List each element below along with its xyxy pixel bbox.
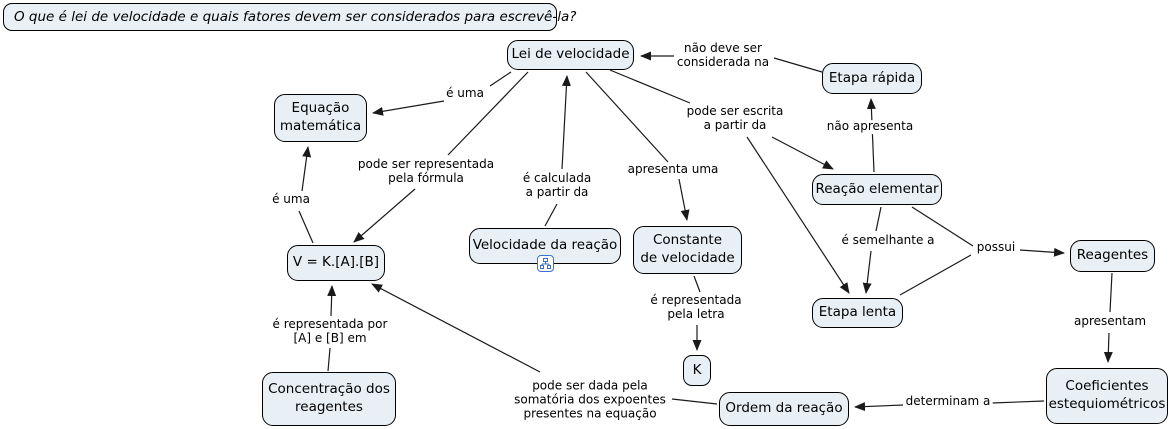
edge-coeficientes-to-ordem <box>854 400 1045 412</box>
edge-reagentes-to-coeficientes <box>1103 272 1113 363</box>
edge-lei-to-formula <box>353 71 529 243</box>
edge-possui-to-reagentes <box>899 206 1065 296</box>
concept-k[interactable]: K <box>683 355 711 386</box>
edge-reacao-elementar-to-etapa-rapida <box>866 98 876 173</box>
concept-etapa-rapida[interactable]: Etapa rápida <box>822 63 922 94</box>
focus-question-node[interactable]: O que é lei de velocidade e quais fatore… <box>3 3 576 31</box>
concept-etapa-lenta[interactable]: Etapa lenta <box>812 298 903 328</box>
linking-phrase-possui[interactable]: possui <box>974 240 1018 255</box>
hierarchy-glyph <box>540 258 551 269</box>
concept-equacao-matematica[interactable]: Equação matemática <box>274 94 367 142</box>
concept-formula-v-kab[interactable]: V = K.[A].[B] <box>287 245 385 281</box>
concept-lei-de-velocidade[interactable]: Lei de velocidade <box>507 40 634 70</box>
edge-concentracao-to-formula <box>327 285 337 372</box>
linking-phrase-e-semelhante-a[interactable]: é semelhante a <box>839 233 937 248</box>
linked-resource-tree-icon[interactable] <box>537 255 554 272</box>
linking-phrase-pode-ser-escrita-a-partir-da[interactable]: pode ser escrita a partir da <box>684 104 786 133</box>
concept-ordem-da-reacao[interactable]: Ordem da reação <box>719 392 849 426</box>
linking-phrase-nao-apresenta[interactable]: não apresenta <box>824 119 916 134</box>
concept-reacao-elementar[interactable]: Reação elementar <box>812 174 942 205</box>
linking-phrase-pode-ser-representada-pela-formula[interactable]: pode ser representada pela fórmula <box>355 157 497 186</box>
linking-phrase-determinam-a[interactable]: determinam a <box>903 394 993 409</box>
linking-phrase-pode-ser-dada-pela-somatoria[interactable]: pode ser dada pela somatória dos expoent… <box>512 378 668 421</box>
edge-ordem-to-formula <box>371 283 718 405</box>
linking-phrase-apresentam[interactable]: apresentam <box>1071 314 1149 329</box>
edge-reacao-elementar-to-etapa-lenta <box>862 206 882 294</box>
edge-etapa-rapida-to-lei <box>640 51 823 73</box>
edge-lei-to-constante <box>585 71 690 221</box>
linking-phrase-e-uma-left[interactable]: é uma <box>270 192 312 207</box>
edge-lei-to-equacao <box>372 71 512 116</box>
linking-phrase-e-uma-top[interactable]: é uma <box>444 86 486 101</box>
concept-reagentes[interactable]: Reagentes <box>1070 240 1155 272</box>
edge-formula-to-equacao <box>298 146 314 244</box>
edge-lei-to-reacao-elementar <box>609 69 834 170</box>
linking-phrase-e-representada-pela-letra[interactable]: é representada pela letra <box>648 293 744 322</box>
concept-constante-de-velocidade[interactable]: Constante de velocidade <box>633 226 742 274</box>
linking-phrase-apresenta-uma[interactable]: apresenta uma <box>625 162 721 177</box>
edge-escrita-to-etapa-lenta <box>746 136 850 294</box>
concept-concentracao-dos-reagentes[interactable]: Concentração dos reagentes <box>262 372 396 426</box>
linking-phrase-nao-deve-ser-considerada-na[interactable]: não deve ser considerada na <box>674 41 772 70</box>
edge-velocidade-to-lei <box>544 75 571 227</box>
edge-constante-to-k <box>692 275 702 351</box>
linking-phrase-e-representada-por-a-e-b-em[interactable]: é representada por [A] e [B] em <box>270 317 390 346</box>
linking-phrase-e-calculada-a-partir-da[interactable]: é calculada a partir da <box>520 171 594 200</box>
concept-coeficientes-estequiometricos[interactable]: Coeficientes estequiométricos <box>1046 368 1168 424</box>
